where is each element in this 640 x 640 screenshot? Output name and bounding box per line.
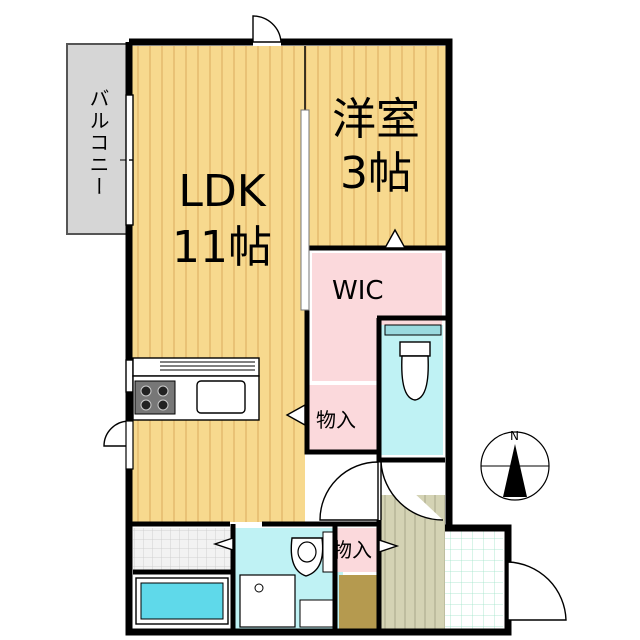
western-size: 3帖 — [340, 148, 412, 199]
door-swing-icon — [252, 15, 282, 43]
storage-2-name: 物入 — [332, 538, 372, 562]
shoe-storage — [339, 575, 379, 630]
ldk-size: 11帖 — [172, 222, 272, 273]
western-name: 洋室 — [332, 94, 420, 145]
washbasin-icon — [290, 531, 334, 577]
compass-icon — [480, 431, 550, 501]
storage-1-floor — [305, 385, 377, 451]
bathtub-icon — [135, 577, 229, 625]
balcony-area — [66, 43, 132, 235]
kitchen-stove-icon — [134, 380, 176, 415]
washroom-tile — [133, 528, 233, 570]
ldk-floor — [131, 46, 305, 522]
compass-north-label: N — [510, 429, 519, 443]
storage-2-floor — [335, 528, 379, 572]
kitchen-sink-icon — [196, 380, 246, 414]
balcony-name: バルコニー — [86, 88, 110, 198]
ldk-name: LDK — [178, 166, 266, 217]
wic-name: WIC — [332, 276, 384, 306]
porch-tile — [445, 528, 503, 630]
storage-1-name: 物入 — [316, 408, 356, 432]
toilet-icon — [399, 341, 431, 401]
western-floor — [305, 46, 447, 248]
door-swing-icon — [103, 420, 130, 447]
